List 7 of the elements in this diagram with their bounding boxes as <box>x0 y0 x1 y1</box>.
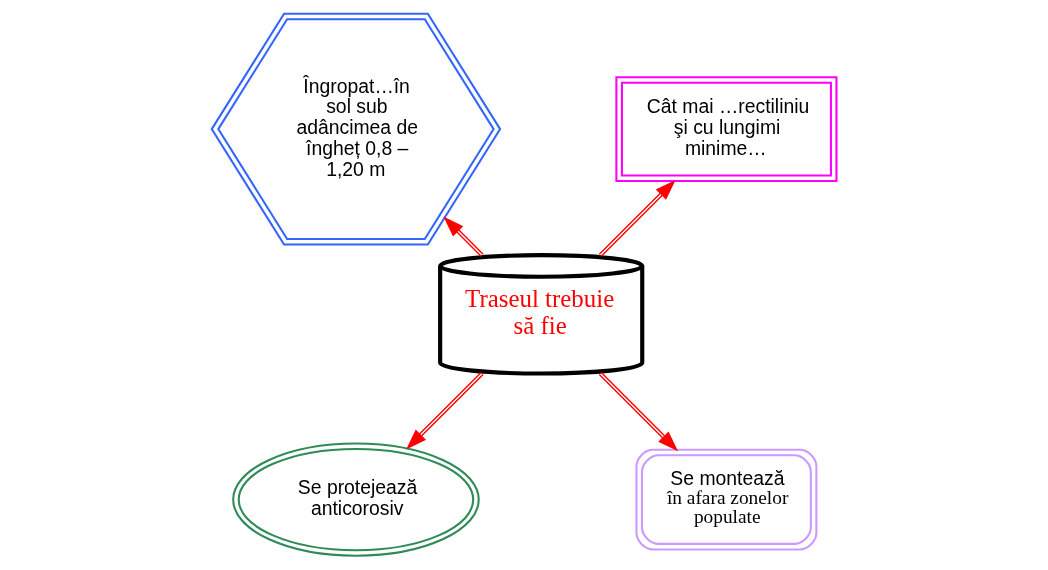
node-box: Se montează în afara zonelor populate <box>635 448 818 551</box>
arrow <box>598 371 679 452</box>
arrow <box>443 216 484 257</box>
node-ellipse: Se protejează anticorosiv <box>232 442 480 557</box>
arrow <box>406 371 484 450</box>
node-box: Cât mai …rectiliniu şi cu lungimi minime… <box>615 76 838 183</box>
arrow <box>598 179 676 257</box>
